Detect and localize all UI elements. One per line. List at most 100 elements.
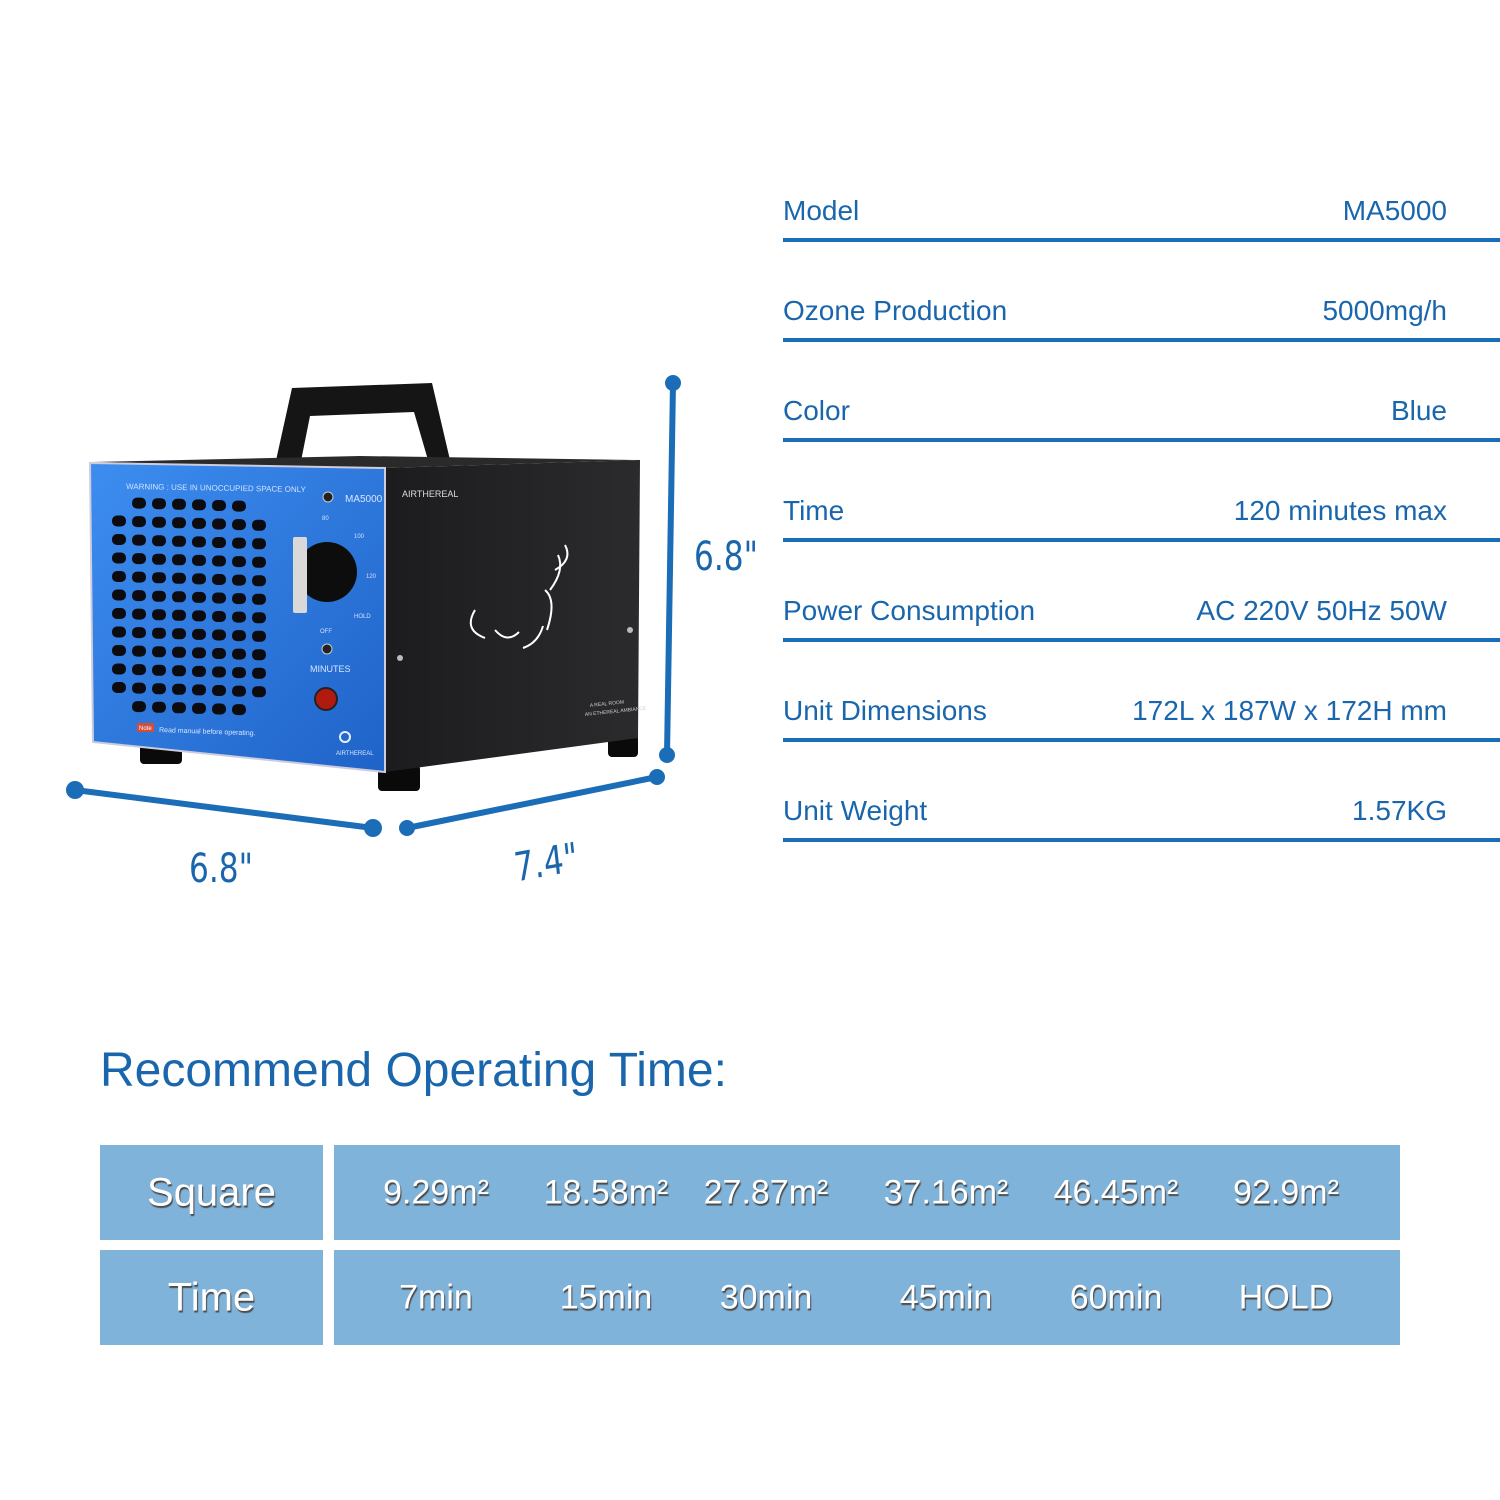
warning-text: WARNING : USE IN UNOCCUPIED SPACE ONLY (126, 482, 307, 494)
device-model: MA5000 (345, 494, 383, 505)
vent-hole (112, 608, 126, 619)
vent-hole (232, 574, 246, 586)
power-indicator (314, 687, 338, 711)
vent-hole (132, 571, 146, 583)
vent-hole (112, 552, 126, 564)
vent-hole (112, 571, 126, 582)
vent-hole (232, 685, 246, 697)
vent-hole (112, 626, 126, 638)
vent-hole (132, 516, 146, 528)
vent-hole (232, 519, 246, 531)
vent-hole (252, 686, 266, 698)
vent-grille (112, 497, 266, 716)
vent-hole (152, 701, 166, 713)
vent-hole (152, 590, 166, 602)
vent-hole (172, 554, 186, 566)
spec-label: Color (783, 395, 850, 426)
vent-hole (132, 701, 146, 713)
vent-hole (152, 553, 166, 565)
vent-hole (192, 499, 206, 511)
vent-hole (252, 556, 266, 568)
vent-hole (152, 664, 166, 676)
divider (783, 538, 1500, 542)
square-value: 46.45m² (1053, 1173, 1179, 1211)
vent-hole (172, 572, 186, 584)
vent-hole (232, 556, 246, 568)
handle (275, 383, 450, 466)
vent-hole (112, 645, 126, 656)
spec-row-color: Color Blue (783, 397, 1500, 497)
vent-hole (172, 591, 186, 603)
square-header-cell: Square (100, 1145, 323, 1240)
vent-hole (132, 645, 146, 657)
vent-hole (132, 608, 146, 620)
time-value: HOLD (1238, 1278, 1334, 1316)
vent-hole (172, 628, 186, 640)
vent-hole (112, 589, 126, 601)
spec-label: Power Consumption (783, 595, 1036, 626)
spec-label: Unit Weight (783, 795, 928, 826)
vent-hole (212, 629, 226, 641)
vent-hole (252, 630, 266, 642)
spec-value: 172L x 187W x 172H mm (1132, 695, 1447, 726)
time-values-cell: 7min 15min 30min 45min 60min HOLD (334, 1250, 1400, 1345)
spec-value: AC 220V 50Hz 50W (1196, 595, 1447, 626)
vent-hole (252, 575, 266, 587)
spec-row-power: Power Consumption AC 220V 50Hz 50W (783, 597, 1500, 697)
square-value: 9.29m² (383, 1173, 489, 1211)
vent-hole (252, 612, 266, 624)
divider (783, 238, 1500, 242)
vent-hole (112, 534, 126, 545)
vent-hole (252, 649, 266, 661)
time-value: 45min (899, 1278, 993, 1316)
vent-hole (232, 537, 246, 549)
vent-hole (172, 535, 186, 547)
operating-time-title: Recommend Operating Time: (100, 1044, 727, 1097)
svg-text:HOLD: HOLD (354, 614, 371, 620)
vent-hole (232, 500, 246, 512)
vent-hole (232, 667, 246, 679)
vent-hole (152, 646, 166, 658)
vent-hole (172, 646, 186, 658)
divider (783, 438, 1500, 442)
vent-hole (212, 703, 226, 715)
vent-hole (212, 648, 226, 659)
vent-hole (232, 704, 246, 716)
spec-value: 1.57KG (1352, 795, 1447, 826)
svg-text:Note: Note (139, 726, 152, 732)
vent-hole (212, 592, 226, 604)
ozone-generator-image: WARNING : USE IN UNOCCUPIED SPACE ONLY M… (66, 375, 681, 837)
spec-label: Model (783, 195, 860, 226)
vent-hole (252, 519, 266, 531)
spec-value: Blue (1390, 395, 1447, 426)
divider (783, 338, 1500, 342)
vent-hole (172, 498, 186, 510)
svg-text:AIRTHEREAL: AIRTHEREAL (336, 751, 374, 757)
minutes-label: MINUTES (310, 664, 351, 674)
vent-hole (212, 555, 226, 567)
vent-hole (232, 611, 246, 623)
vent-hole (252, 538, 266, 550)
divider (783, 638, 1500, 642)
vent-hole (152, 627, 166, 639)
vent-hole (172, 702, 186, 714)
brand-side: AIRTHEREAL (402, 489, 458, 499)
side-panel (385, 460, 640, 772)
vent-hole (232, 593, 246, 605)
svg-text:A REAL ROOM: A REAL ROOM (590, 699, 625, 709)
vent-hole (192, 684, 206, 696)
vent-hole (192, 647, 206, 659)
vent-hole (192, 628, 206, 640)
vent-hole (172, 609, 186, 621)
spec-value: 5000mg/h (1322, 295, 1447, 326)
vent-hole (132, 682, 146, 694)
time-header-cell: Time (100, 1250, 323, 1345)
timer-dial (297, 542, 357, 602)
vent-hole (192, 610, 206, 622)
vent-hole (192, 536, 206, 548)
swirl-logo (469, 544, 569, 649)
vent-hole (212, 518, 226, 530)
